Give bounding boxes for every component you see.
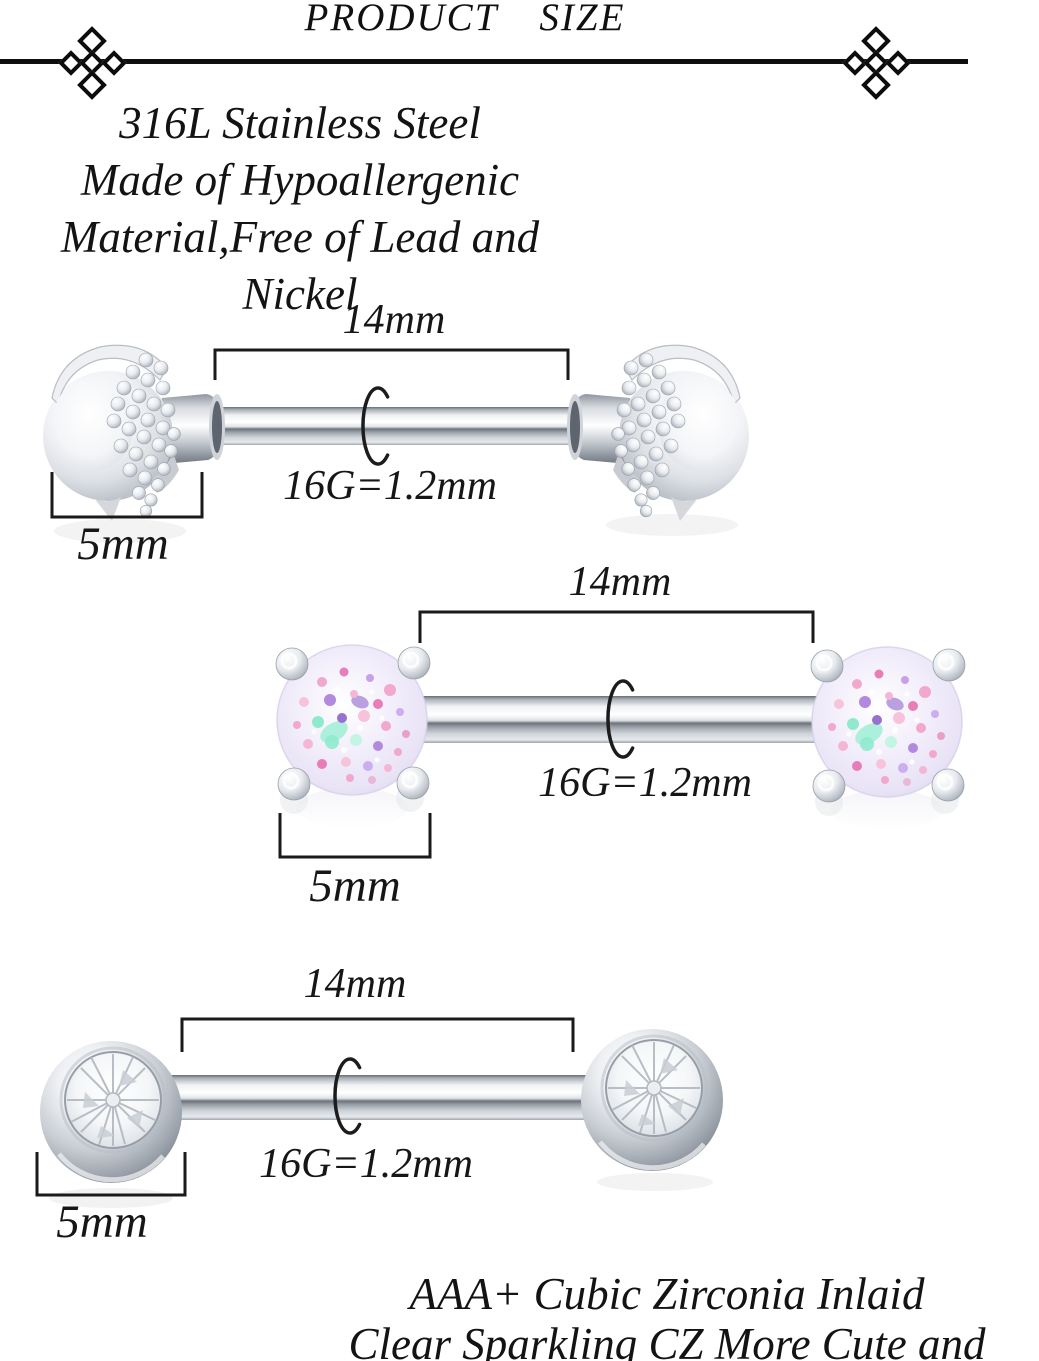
- gauge-rotation-ellipse: [333, 1057, 362, 1135]
- length-label: 14mm: [342, 297, 446, 343]
- gauge-label: 16G=1.2mm: [283, 463, 497, 509]
- shadow: [49, 1188, 173, 1208]
- length-label: 14mm: [568, 559, 672, 605]
- opal-barbell-illustration: [276, 610, 965, 859]
- cz-ball-right: [581, 1029, 723, 1171]
- materials-description: 316L Stainless Steel Made of Hypoallerge…: [0, 95, 600, 323]
- gauge-rotation-ellipse: [361, 386, 390, 466]
- ball-dimension-bracket: [278, 813, 432, 859]
- ball-size-label: 5mm: [77, 518, 169, 570]
- cz-ball-left: [40, 1041, 182, 1183]
- opal-end-right: [811, 647, 965, 802]
- barbell-shaft: [205, 407, 575, 445]
- cz-ball-barbell-illustration: [35, 1017, 723, 1208]
- barbell-shaft: [408, 696, 820, 743]
- shadow: [54, 519, 186, 543]
- gauge-label: 16G=1.2mm: [538, 760, 752, 806]
- claw-end-right: [566, 344, 750, 522]
- footer-line: Clear Sparkling CZ More Cute and Lovely: [348, 1319, 986, 1361]
- footer-line: AAA+ Cubic Zirconia Inlaid: [409, 1269, 925, 1319]
- materials-line: Material,Free of Lead and Nickel: [60, 212, 540, 319]
- claw-barbell-illustration: [42, 344, 750, 543]
- ball-size-label: 5mm: [56, 1196, 148, 1248]
- shadow: [606, 514, 738, 536]
- claw-end-left: [42, 344, 226, 522]
- gauge-rotation-ellipse: [606, 679, 635, 759]
- materials-line: Made of Hypoallergenic: [80, 155, 520, 205]
- ball-dimension-bracket: [35, 1152, 187, 1197]
- length-dimension-bracket: [213, 348, 570, 380]
- length-dimension-bracket: [180, 1017, 575, 1052]
- gauge-label: 16G=1.2mm: [259, 1141, 473, 1187]
- materials-line: 316L Stainless Steel: [119, 98, 481, 148]
- length-label: 14mm: [303, 961, 407, 1007]
- page-title: PRODUCT SIZE: [304, 0, 626, 39]
- ball-size-label: 5mm: [309, 860, 401, 912]
- ball-dimension-bracket: [50, 472, 204, 519]
- shadow: [597, 1173, 713, 1191]
- divider-line: [0, 59, 968, 64]
- length-dimension-bracket: [418, 610, 815, 643]
- barbell-shaft: [150, 1075, 600, 1120]
- footer-description: AAA+ Cubic Zirconia Inlaid Clear Sparkli…: [295, 1269, 1039, 1361]
- opal-end-left: [276, 645, 430, 800]
